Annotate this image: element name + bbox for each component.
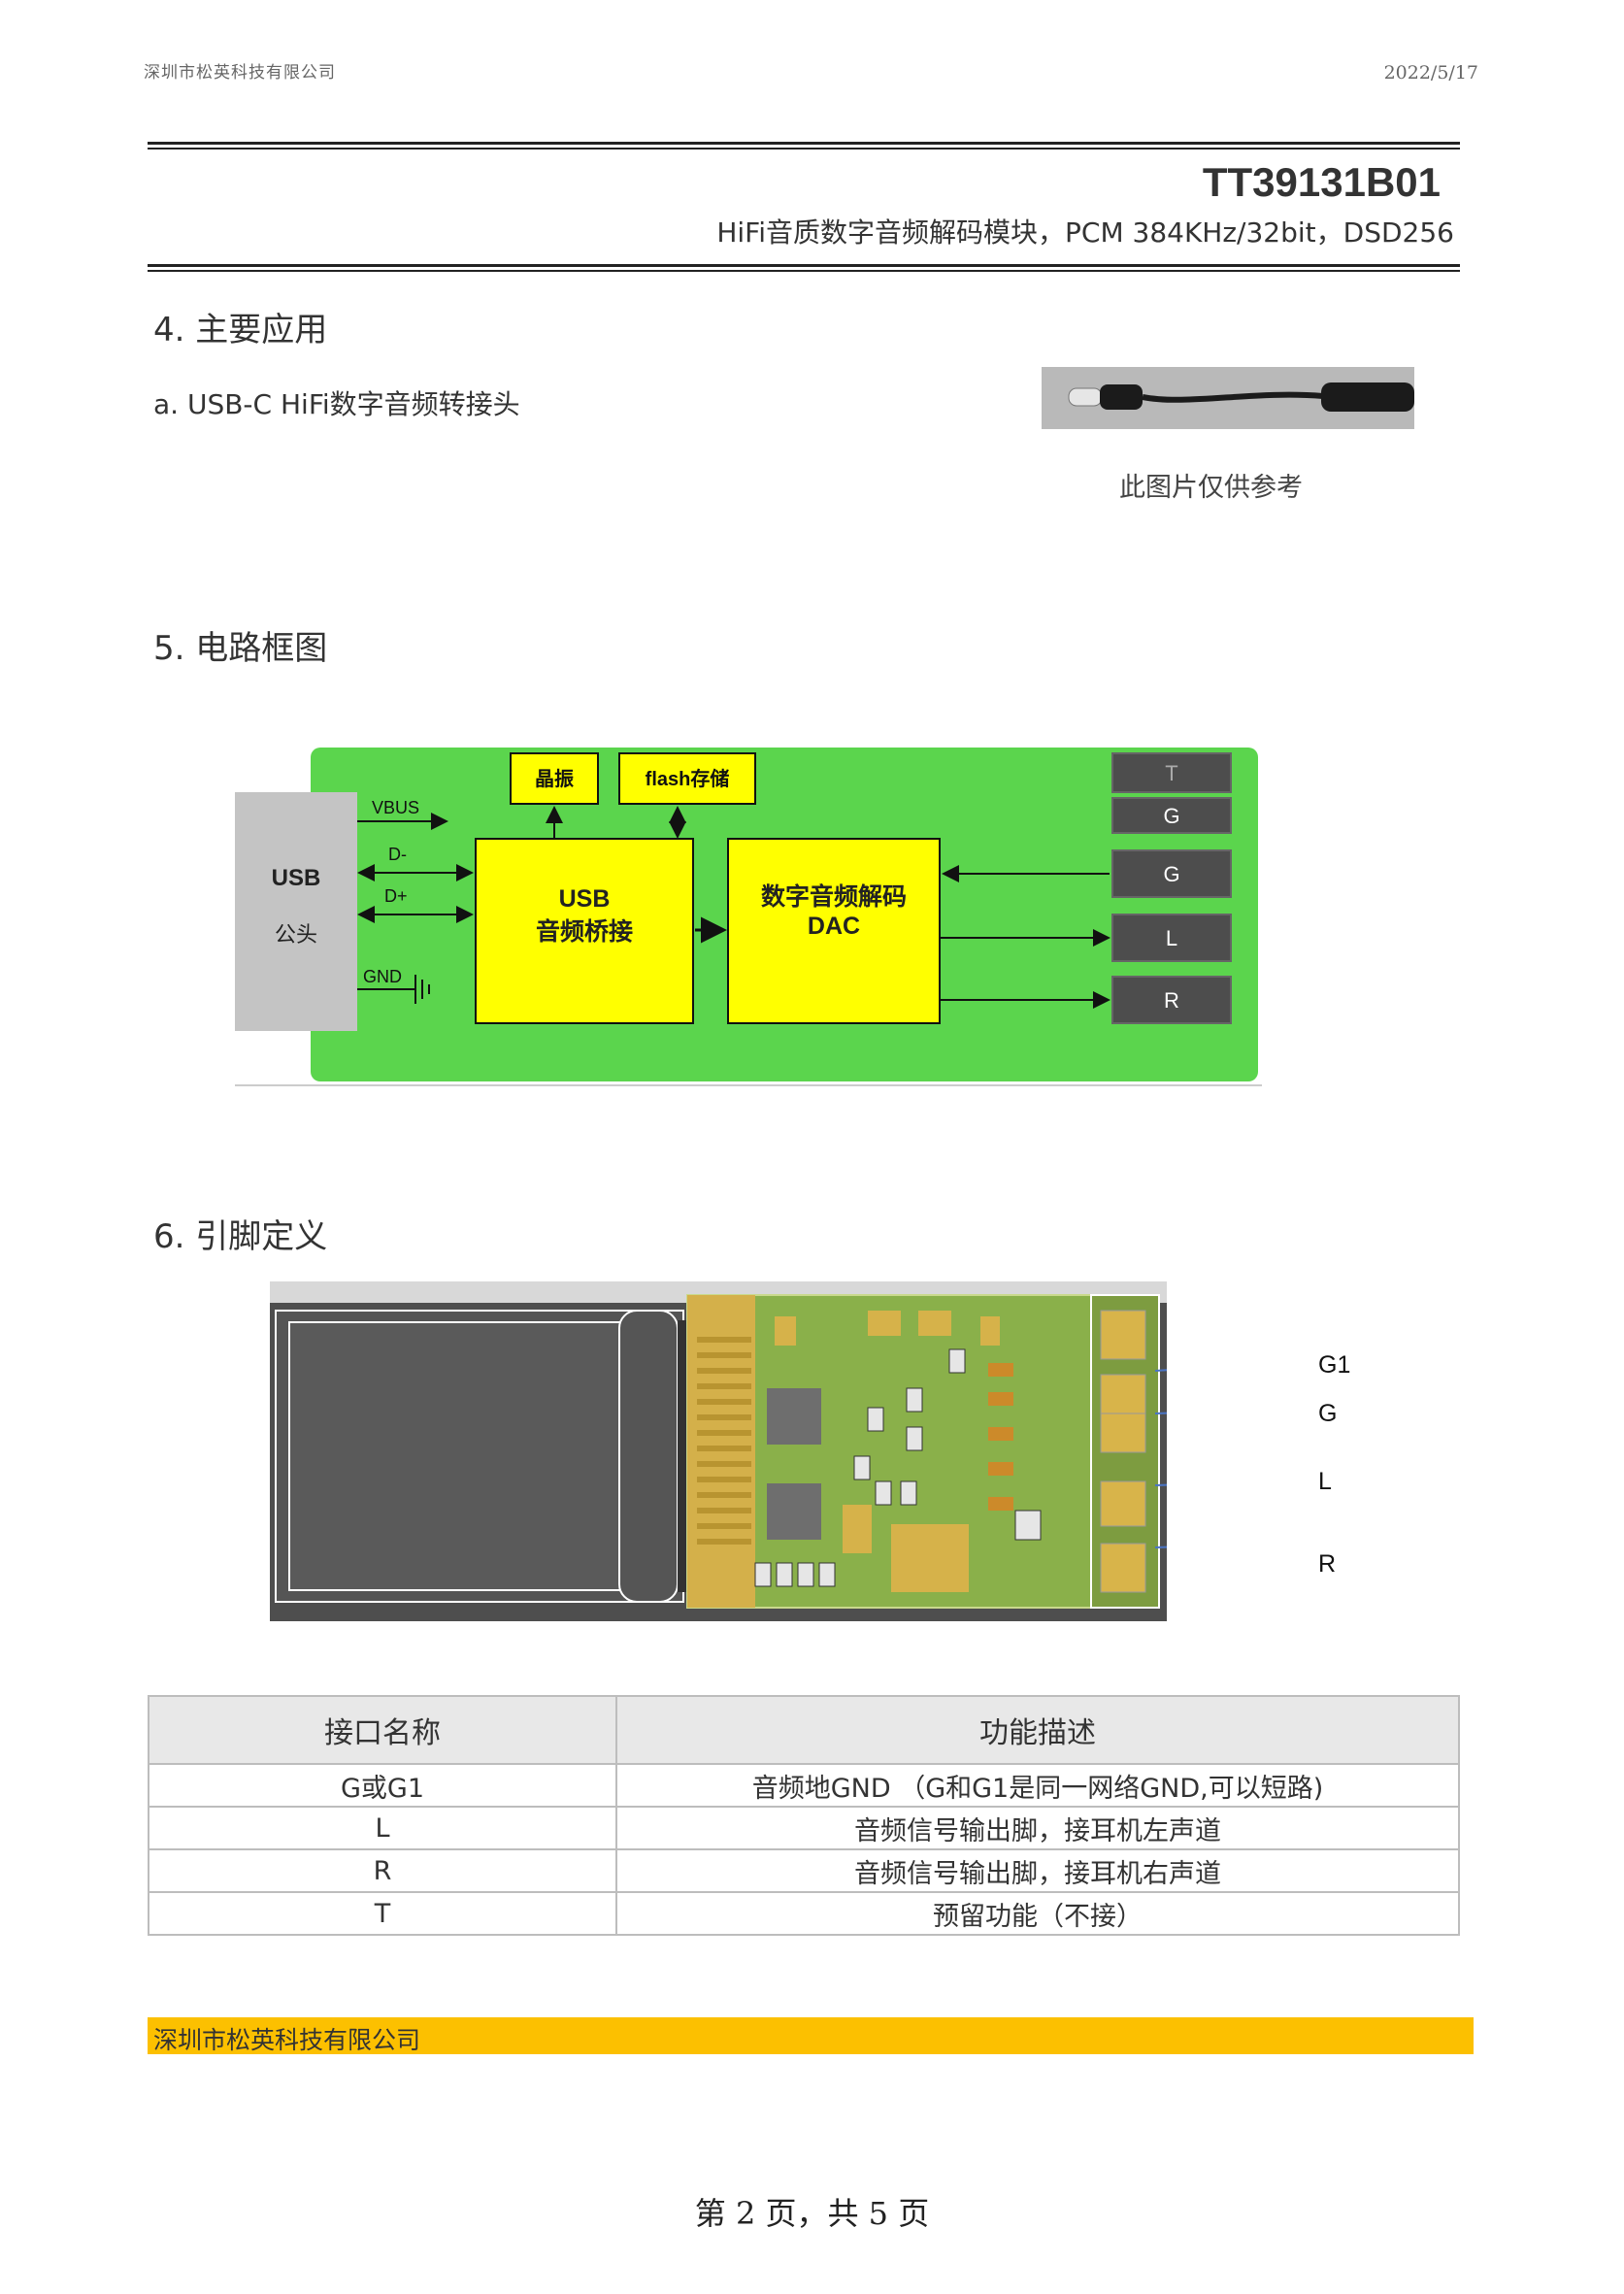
pin-label-g: G [1318, 1400, 1338, 1427]
application-item-a: a. USB-C HiFi数字音频转接头 [153, 388, 520, 420]
footer-bar: 深圳市松英科技有限公司 [148, 2017, 1474, 2054]
output-t-block [1111, 752, 1232, 793]
flash-block [618, 752, 756, 805]
table-cell-name: R [148, 1848, 617, 1893]
header-rule-bottom-thin [148, 270, 1460, 272]
page-number: 第 2 页，共 5 页 [694, 2195, 930, 2232]
photo-caption: 此图片仅供参考 [1119, 473, 1303, 503]
signal-d-plus: D+ [384, 886, 408, 906]
circuit-block-diagram: USB 公头 VBUS D- D+ GND 晶振 flash存储 USB 音频桥… [231, 742, 1268, 1091]
document-subtitle: HiFi音质数字音频解码模块，PCM 384KHz/32bit，DSD256 [716, 216, 1454, 249]
footer-company: 深圳市松英科技有限公司 [153, 2026, 421, 2054]
signal-gnd: GND [363, 967, 402, 986]
usb-bridge-label-1: USB [559, 885, 611, 913]
output-g-block [1111, 849, 1232, 898]
table-header-interface: 接口名称 [148, 1695, 617, 1765]
output-t-label: T [1165, 761, 1177, 785]
table-cell-name: G或G1 [148, 1763, 617, 1808]
header-rule-top [148, 142, 1460, 145]
table-header-function: 功能描述 [615, 1695, 1460, 1765]
output-r-block [1111, 976, 1232, 1024]
crystal-block [510, 752, 599, 805]
pin-label-g1: G1 [1318, 1351, 1351, 1379]
dac-label-2: DAC [808, 913, 860, 940]
section-5-heading: 5. 电路框图 [153, 629, 328, 668]
usb-plug-label-2: 公头 [275, 922, 317, 947]
pin-label-r: R [1318, 1550, 1337, 1578]
dac-label-1: 数字音频解码 [761, 882, 907, 911]
pcb-photo [270, 1281, 1290, 1621]
table-cell-name: L [148, 1806, 617, 1850]
table-cell-desc: 预留功能（不接） [615, 1891, 1460, 1936]
output-l-block [1111, 914, 1232, 962]
signal-d-minus: D- [388, 845, 407, 864]
usb-bridge-block [475, 838, 694, 1024]
table-cell-desc: 音频信号输出脚，接耳机左声道 [615, 1806, 1460, 1850]
table-row: G或G1 音频地GND （G和G1是同一网络GND,可以短路) [148, 1763, 1460, 1808]
section-6-heading: 6. 引脚定义 [153, 1217, 328, 1256]
header-company: 深圳市松英科技有限公司 [144, 63, 336, 83]
dac-block [727, 838, 941, 1024]
usb-plug-block [235, 792, 357, 1031]
header-date: 2022/5/17 [1383, 62, 1478, 83]
usb-c-cable-photo [1042, 367, 1414, 429]
table-cell-desc: 音频地GND （G和G1是同一网络GND,可以短路) [615, 1763, 1460, 1808]
flash-label: flash存储 [646, 767, 730, 790]
table-cell-name: T [148, 1891, 617, 1936]
output-l-label: L [1166, 926, 1177, 950]
table-row: R 音频信号输出脚，接耳机右声道 [148, 1848, 1460, 1893]
output-r-label: R [1164, 988, 1179, 1013]
header-rule-bottom [148, 264, 1460, 267]
crystal-label: 晶振 [535, 768, 574, 790]
pin-label-l: L [1318, 1468, 1332, 1495]
table-row: L 音频信号输出脚，接耳机左声道 [148, 1806, 1460, 1850]
output-g1-label: G [1163, 804, 1179, 828]
signal-vbus: VBUS [372, 798, 419, 817]
usb-bridge-label-2: 音频桥接 [536, 917, 633, 946]
document-title: TT39131B01 [1202, 159, 1441, 205]
pin-definition-table: 接口名称 功能描述 G或G1 音频地GND （G和G1是同一网络GND,可以短路… [148, 1695, 1460, 1936]
table-row: T 预留功能（不接） [148, 1891, 1460, 1936]
section-4-heading: 4. 主要应用 [153, 311, 328, 349]
table-cell-desc: 音频信号输出脚，接耳机右声道 [615, 1848, 1460, 1893]
output-g-label: G [1163, 862, 1179, 886]
header-rule-top-thin [148, 148, 1460, 150]
output-g1-block [1111, 797, 1232, 834]
usb-plug-label-1: USB [272, 865, 321, 891]
